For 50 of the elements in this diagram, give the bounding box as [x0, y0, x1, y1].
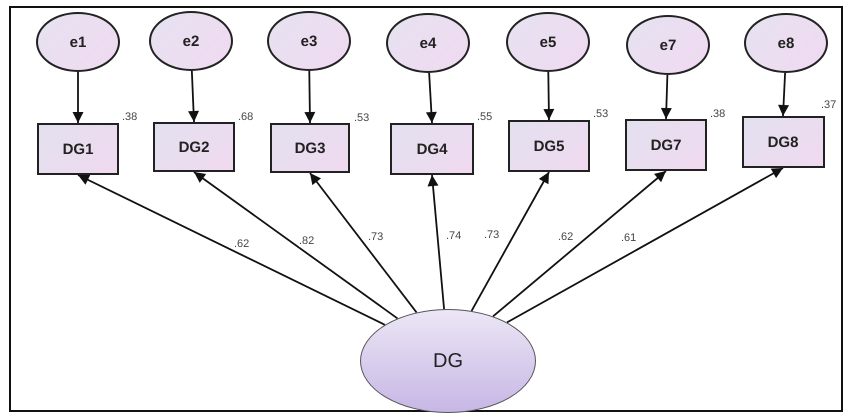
r-squared-value: .53: [354, 112, 370, 124]
arrow: [78, 174, 386, 326]
edge-label: .62: [558, 231, 574, 243]
arrow: [492, 170, 667, 318]
variable-name: e5: [540, 34, 556, 50]
observed-variable-box: [742, 116, 824, 168]
edge-label: .74: [446, 230, 462, 242]
variable-name: e1: [70, 34, 86, 50]
edge-label: .62: [234, 238, 250, 250]
r-squared-value: .55: [477, 111, 492, 123]
arrow: [778, 72, 790, 116]
observed-variable-box: [270, 123, 350, 173]
variable-name: DG3: [294, 140, 326, 156]
edge-label: .61: [621, 232, 636, 244]
r-squared-value: .68: [238, 111, 254, 123]
variable-name: e7: [660, 36, 676, 54]
variable-name: DG1: [62, 140, 94, 158]
variable-name: e8: [778, 34, 794, 52]
r-squared-value: .38: [710, 108, 726, 120]
edge-label: .73: [484, 229, 500, 241]
r-squared-value: .37: [821, 99, 836, 111]
observed-variable-box: [37, 123, 119, 175]
arrow: [72, 72, 84, 123]
variable-name: e2: [182, 32, 200, 50]
arrow: [188, 70, 200, 122]
variable-name: DG4: [416, 140, 448, 158]
edge-label: .73: [368, 231, 384, 243]
observed-variable-box: [625, 119, 707, 171]
arrow: [660, 74, 672, 120]
variable-name: e4: [420, 34, 436, 52]
observed-variable-box: [390, 123, 474, 175]
arrow: [309, 172, 418, 313]
arrow: [426, 72, 437, 124]
observed-variable-box: [153, 122, 235, 172]
observed-variable-box: [508, 120, 590, 172]
edge-label: .82: [299, 235, 314, 247]
variable-name: DG2: [178, 138, 210, 156]
variable-name: DG5: [534, 138, 564, 154]
variable-name: DG: [433, 350, 463, 372]
arrow: [304, 70, 316, 124]
arrow: [506, 167, 784, 324]
arrow: [470, 172, 550, 312]
arrow: [193, 171, 398, 320]
variable-name: DG7: [650, 136, 682, 154]
variable-name: DG8: [768, 134, 798, 150]
r-squared-value: .53: [593, 108, 608, 120]
arrow: [428, 174, 445, 310]
variable-name: e3: [300, 32, 318, 50]
r-squared-value: .38: [122, 111, 138, 123]
arrow: [543, 72, 554, 120]
